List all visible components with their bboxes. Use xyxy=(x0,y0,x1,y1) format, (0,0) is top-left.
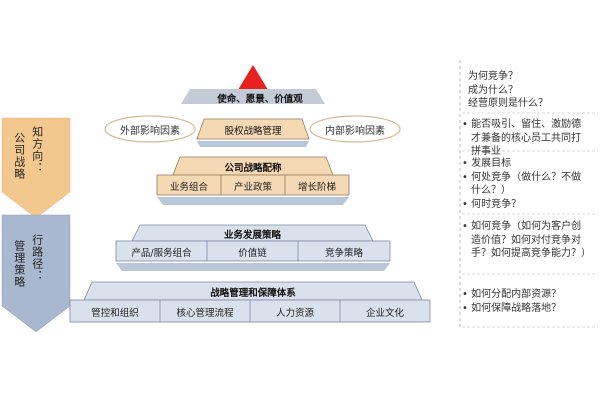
right-block-3-line: 何处竞争（做什么？不做 xyxy=(462,171,590,185)
right-block-5: 如何分配内部资源？ 如何保障战略落地？ xyxy=(462,288,590,315)
right-block-2-line: 才兼备的核心员工共同打 xyxy=(471,132,581,144)
level1-text: 股权战略管理 xyxy=(224,126,282,137)
strategy-arrow-label: 公司战略 xyxy=(12,132,26,180)
level4-cell-2: 核心管理流程 xyxy=(176,308,234,319)
level3-cell-3: 竞争策略 xyxy=(324,248,363,259)
strategy-sub-char: 知 xyxy=(30,126,44,138)
left-arrow-strategy xyxy=(1,117,71,219)
right-block-3: 发展目标 何处竞争（做什么？不做 什么？） 何时竞争？ xyxy=(462,157,590,211)
right-block-1-line: 成为什么？ xyxy=(468,84,518,96)
strategy-label-text: 公司战略 xyxy=(12,132,26,180)
right-block-2-line: 能否吸引、留住、激励德 xyxy=(462,118,590,132)
right-block-2-line: 拼事业 xyxy=(471,146,501,157)
right-block-4-line: 手？如何提高竞争能力？） xyxy=(471,248,591,259)
level4-cell-1: 管控和组织 xyxy=(91,308,139,319)
level4-cell-3: 人力资源 xyxy=(275,308,314,319)
left-arrow-management xyxy=(1,214,71,333)
right-block-4-line: 如何竞争（如何为客户创 xyxy=(462,220,590,234)
mission-text: 使命、愿景、价值观 xyxy=(217,94,303,105)
right-block-1: 为何竞争？ 成为什么？ 经营原则是什么？ xyxy=(468,70,596,111)
inner-factor-text: 内部影响因素 xyxy=(325,126,385,137)
level2-title: 公司战略配称 xyxy=(224,163,282,174)
level1-box xyxy=(196,118,310,140)
management-label-text: 管理策略 xyxy=(12,240,26,288)
level1-shadow xyxy=(197,141,309,147)
right-block-3-line: 发展目标 xyxy=(462,157,590,171)
level4-title: 战略管理和保障体系 xyxy=(210,288,296,299)
right-block-5-line: 如何分配内部资源？ xyxy=(462,288,590,302)
level3-cell-2: 价值链 xyxy=(238,248,267,259)
level3-row xyxy=(115,240,391,262)
mission-band xyxy=(181,89,325,104)
level2-row xyxy=(156,174,350,196)
strategy-arrow-sub: 知方向： xyxy=(30,126,44,174)
level3-cell-1: 产品/服务组合 xyxy=(131,248,192,259)
right-block-2: 能否吸引、留住、激励德 才兼备的核心员工共同打 拼事业 xyxy=(462,118,590,159)
level3-title: 业务发展策略 xyxy=(223,230,281,241)
level3-shadow xyxy=(116,263,390,271)
right-block-1-line: 经营原则是什么？ xyxy=(468,98,548,109)
right-block-3-line: 何时竞争？ xyxy=(462,198,590,212)
level2-cell-1: 业务组合 xyxy=(169,182,208,193)
management-sub-char: 行 xyxy=(30,234,44,246)
right-block-4: 如何竞争（如何为客户创 造价值？如何对付竞争对 手？如何提高竞争能力？） xyxy=(462,220,591,261)
level2-shadow xyxy=(157,197,349,205)
right-block-1-line: 为何竞争？ xyxy=(468,71,518,82)
level2-cell-2: 产业政策 xyxy=(233,182,272,193)
level4-cell-4: 企业文化 xyxy=(365,308,404,319)
right-block-4-line: 造价值？如何对付竞争对 xyxy=(471,234,581,246)
level2-cell-3: 增长阶梯 xyxy=(297,182,336,193)
outer-factor-oval xyxy=(104,115,196,143)
outer-factor-text: 外部影响因素 xyxy=(120,126,180,137)
management-sub-text: 路径： xyxy=(30,246,44,282)
management-arrow-sub: 行路径： xyxy=(30,234,44,282)
strategy-sub-text: 方向： xyxy=(30,138,44,174)
right-block-3-line: 什么？） xyxy=(471,185,511,196)
management-arrow-label: 管理策略 xyxy=(12,240,26,288)
inner-factor-oval xyxy=(309,115,401,143)
right-block-5-line: 如何保障战略落地？ xyxy=(462,302,590,316)
